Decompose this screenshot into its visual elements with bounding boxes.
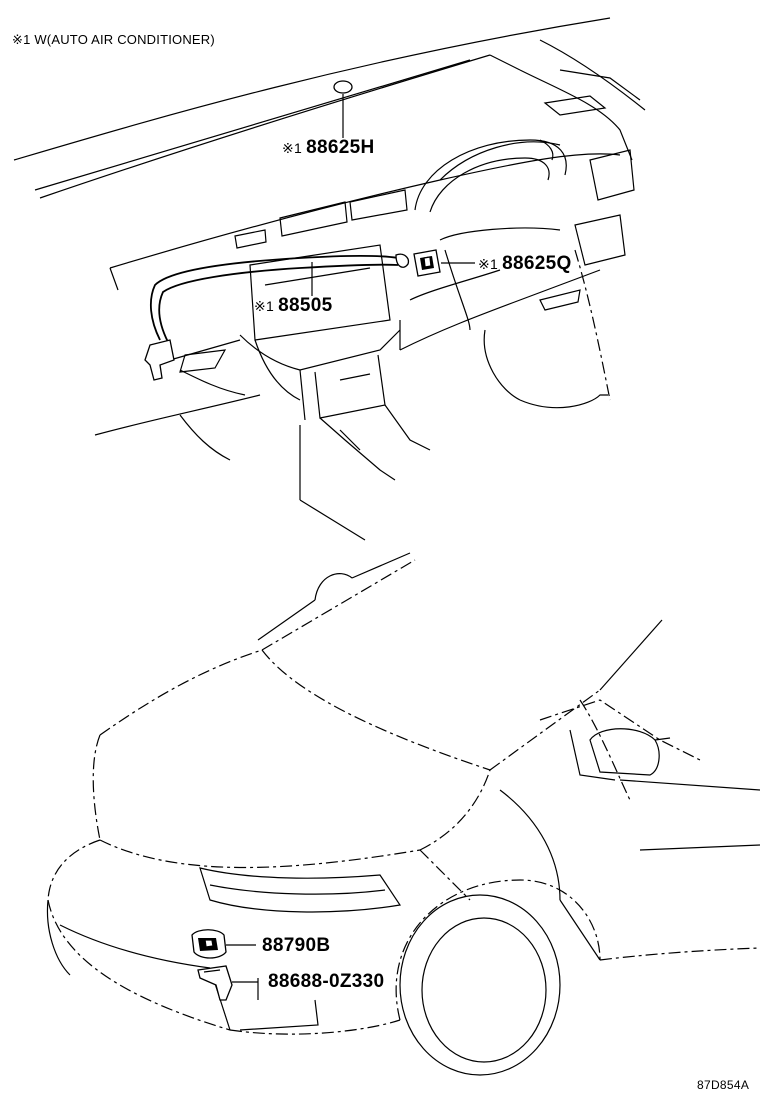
- part-number: 88505: [278, 295, 333, 316]
- callout-mark: ※1: [282, 140, 303, 156]
- vehicle-front-drawing: [46, 552, 760, 1076]
- part-label-88790B[interactable]: 88790B: [262, 936, 330, 955]
- callout-mark: ※1: [254, 298, 275, 314]
- applicability-note: ※1 W(AUTO AIR CONDITIONER): [12, 32, 215, 47]
- part-number: 88790B: [262, 935, 331, 956]
- part-number: 88625H: [306, 137, 375, 158]
- figure-id: 87D854A: [697, 1078, 750, 1092]
- part-number: 88625Q: [502, 253, 572, 274]
- part-number: 88688-0Z330: [268, 971, 385, 992]
- callout-mark: ※1: [478, 256, 499, 272]
- part-label-88688-0Z330[interactable]: 88688-0Z330: [268, 972, 384, 991]
- dashboard-drawing: [13, 17, 646, 541]
